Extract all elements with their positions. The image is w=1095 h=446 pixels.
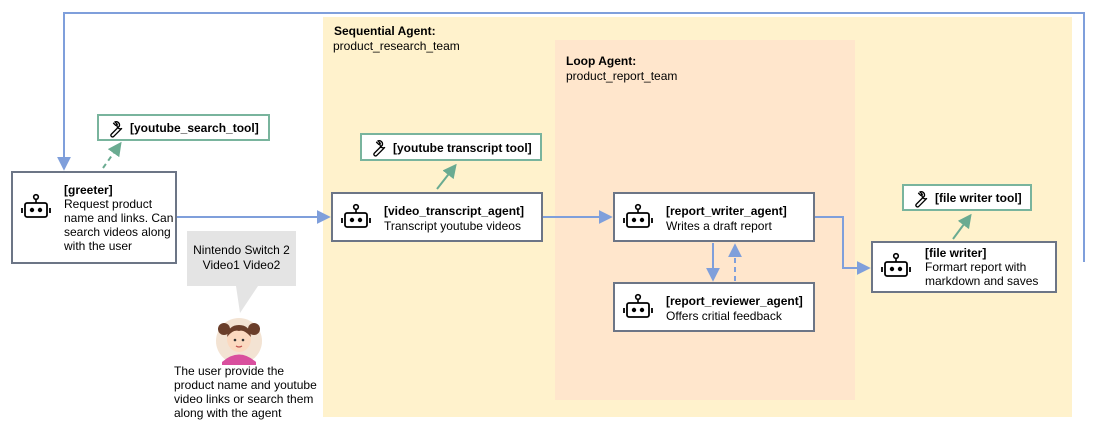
report-reviewer-agent-description: Offers critial feedback [666, 309, 782, 323]
robot-icon [341, 203, 371, 228]
video-transcript-agent-name: [video_transcript_agent] [384, 204, 525, 218]
wrench-icon [110, 121, 123, 138]
user-speech-bubble: Nintendo Switch 2 Video1 Video2 [187, 231, 296, 286]
report-writer-agent[interactable]: [report_writer_agent] Writes a draft rep… [613, 192, 815, 242]
youtube-transcript-tool[interactable]: [youtube transcript tool] [360, 133, 542, 161]
file-writer-agent[interactable]: [file writer] Formart report with markdo… [871, 241, 1057, 293]
transcript-to-tool-arrow [436, 163, 457, 190]
sequential-agent-name: product_research_team [333, 39, 460, 53]
wrench-icon [915, 191, 928, 208]
youtube-search-tool-label: [youtube_search_tool] [130, 121, 259, 135]
greeter-description: Request product name and links. Can sear… [64, 197, 174, 253]
loop-agent-name: product_report_team [566, 69, 678, 83]
report-writer-agent-description: Writes a draft report [666, 219, 772, 233]
user-description: The user provide the product name and yo… [174, 364, 317, 420]
sequential-agent-title: Sequential Agent: [334, 24, 436, 38]
file-writer-tool-label: [file writer tool] [935, 191, 1022, 205]
youtube-transcript-tool-label: [youtube transcript tool] [393, 141, 532, 155]
writer-to-file-writer-arrow [815, 216, 871, 275]
robot-icon [623, 203, 653, 228]
bubble-line-1: Nintendo Switch 2 [193, 243, 290, 257]
report-reviewer-agent-name: [report_reviewer_agent] [666, 294, 803, 308]
file-writer-agent-name: [file writer] [925, 246, 987, 260]
wrench-icon [373, 140, 386, 157]
loop-agent-title: Loop Agent: [566, 54, 637, 68]
file-writer-tool[interactable]: [file writer tool] [902, 184, 1032, 211]
speech-bubble-tail [236, 286, 258, 313]
file-writer-agent-description: Formart report with markdown and saves [925, 260, 1039, 288]
report-reviewer-agent[interactable]: [report_reviewer_agent] Offers critial f… [613, 282, 815, 332]
robot-icon [623, 293, 653, 318]
bubble-line-2: Video1 Video2 [202, 258, 281, 272]
video-transcript-agent[interactable]: [video_transcript_agent] Transcript yout… [331, 192, 543, 242]
greeter-to-search-tool-arrow [102, 141, 122, 169]
robot-icon [21, 193, 51, 218]
user-avatar-icon [216, 318, 262, 365]
file-writer-to-tool-arrow [952, 213, 972, 240]
report-writer-agent-name: [report_writer_agent] [666, 204, 787, 218]
greeter-agent[interactable]: [greeter] Request product name and links… [11, 171, 177, 264]
video-transcript-agent-description: Transcript youtube videos [384, 219, 521, 233]
return-to-greeter-arrow [57, 12, 1085, 262]
robot-icon [881, 252, 911, 277]
youtube-search-tool[interactable]: [youtube_search_tool] [97, 114, 270, 141]
greeter-name: [greeter] [64, 183, 113, 197]
